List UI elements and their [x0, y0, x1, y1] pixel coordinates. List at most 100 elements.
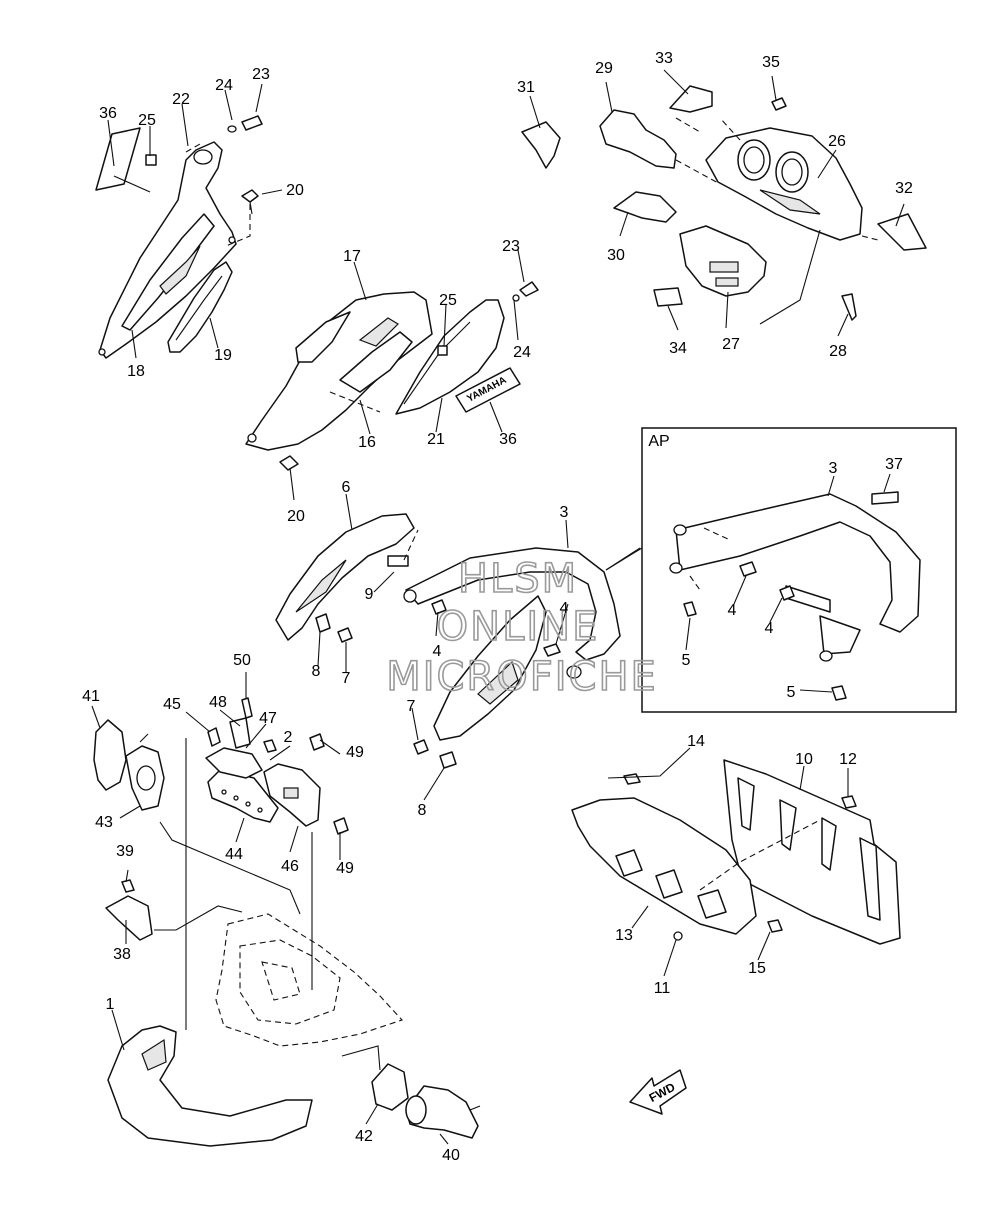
tag-34	[653, 287, 683, 307]
trim-piece-30	[613, 191, 677, 223]
panel-29	[599, 109, 677, 169]
label-45: 45	[163, 696, 181, 713]
label-9: 9	[365, 586, 374, 603]
plate-10	[723, 759, 901, 945]
label-48: 48	[209, 694, 227, 711]
label-6: 6	[342, 479, 351, 496]
label-19: 19	[214, 347, 232, 364]
label-25: 25	[138, 112, 156, 129]
clip-32	[877, 213, 927, 251]
label-14: 14	[687, 733, 705, 750]
label-3-ap: 3	[829, 460, 838, 477]
label-44: 44	[225, 846, 243, 863]
label-39: 39	[116, 843, 134, 860]
label-4-ap: 4	[728, 602, 737, 619]
label-4: 4	[560, 600, 569, 617]
label-34: 34	[669, 340, 687, 357]
front-cowl-16	[245, 291, 433, 451]
inset-title: AP	[648, 433, 669, 450]
headlight-41	[93, 719, 165, 811]
label-40: 40	[442, 1147, 460, 1164]
label-36: 36	[499, 431, 517, 448]
label-15: 15	[748, 960, 766, 977]
watermark-line-2: ONLINE	[437, 604, 600, 650]
fastener-group-lower-right	[623, 773, 857, 941]
watermark: HLSM ONLINE MICROFICHE	[385, 555, 658, 701]
plate-13	[571, 797, 757, 935]
label-24: 24	[513, 344, 531, 361]
label-11: 11	[654, 980, 671, 997]
label-5-ap: 5	[787, 684, 796, 701]
label-32: 32	[895, 180, 913, 197]
bracket-47	[205, 717, 263, 779]
label-12: 12	[839, 751, 857, 768]
fastener-group-right	[771, 97, 857, 321]
label-18: 18	[127, 363, 145, 380]
label-41: 41	[82, 688, 100, 705]
fastener-group-center	[315, 555, 561, 769]
headlight-40	[405, 1085, 479, 1139]
label-49: 49	[336, 860, 354, 877]
label-43: 43	[95, 814, 113, 831]
label-31: 31	[517, 79, 535, 96]
label-13: 13	[615, 927, 633, 944]
label-7: 7	[407, 698, 416, 715]
label-26: 26	[828, 133, 846, 150]
meter-hood-26	[705, 127, 863, 241]
label-22: 22	[172, 91, 190, 108]
label-25: 25	[439, 292, 457, 309]
label-2: 2	[284, 729, 293, 746]
leaders-upper-middle	[289, 249, 525, 501]
side-panel-19	[167, 261, 233, 353]
fwd-arrow: FWD	[629, 1069, 687, 1115]
watermark-line-3: MICROFICHE	[386, 654, 658, 700]
label-35: 35	[762, 54, 780, 71]
label-36: 36	[99, 105, 117, 122]
fastener-group-lower-left	[121, 697, 481, 1111]
label-1: 1	[106, 996, 115, 1013]
label-8: 8	[312, 663, 321, 680]
cover-6	[275, 513, 415, 641]
label-30: 30	[607, 247, 625, 264]
leaders-lower-left	[91, 672, 449, 1145]
leaders-upper-right	[529, 69, 905, 337]
label-10: 10	[795, 751, 813, 768]
label-3: 3	[560, 504, 569, 521]
label-33: 33	[655, 50, 673, 67]
label-28: 28	[829, 343, 847, 360]
label-38: 38	[113, 946, 131, 963]
label-50: 50	[233, 652, 251, 669]
trim-piece-31	[521, 121, 561, 169]
label-37: 37	[885, 456, 903, 473]
label-46: 46	[281, 858, 299, 875]
bracket-38	[105, 895, 153, 941]
label-4-ap: 4	[765, 620, 774, 637]
label-7: 7	[342, 670, 351, 687]
bracket-27	[679, 225, 767, 297]
label-16: 16	[358, 434, 376, 451]
leaders-lower-right	[607, 747, 849, 977]
label-21: 21	[427, 431, 445, 448]
label-23: 23	[252, 66, 270, 83]
label-24: 24	[215, 77, 233, 94]
ap-inset	[605, 427, 957, 713]
holder-42	[371, 1063, 409, 1111]
clip-33	[669, 85, 713, 113]
label-23: 23	[502, 238, 520, 255]
label-29: 29	[595, 60, 613, 77]
label-17: 17	[343, 248, 361, 265]
label-47: 47	[259, 710, 277, 727]
label-20: 20	[286, 182, 304, 199]
fastener-group-middle	[279, 281, 539, 471]
lower-cover-7	[433, 595, 547, 741]
label-8: 8	[418, 802, 427, 819]
bracket-46	[263, 763, 321, 827]
decal-36-left	[95, 127, 141, 191]
label-5-ap: 5	[682, 652, 691, 669]
label-49: 49	[346, 744, 364, 761]
label-27: 27	[722, 336, 740, 353]
leaders-upper-left	[107, 83, 283, 359]
label-42: 42	[355, 1128, 373, 1145]
fastener-group-left	[145, 115, 263, 215]
